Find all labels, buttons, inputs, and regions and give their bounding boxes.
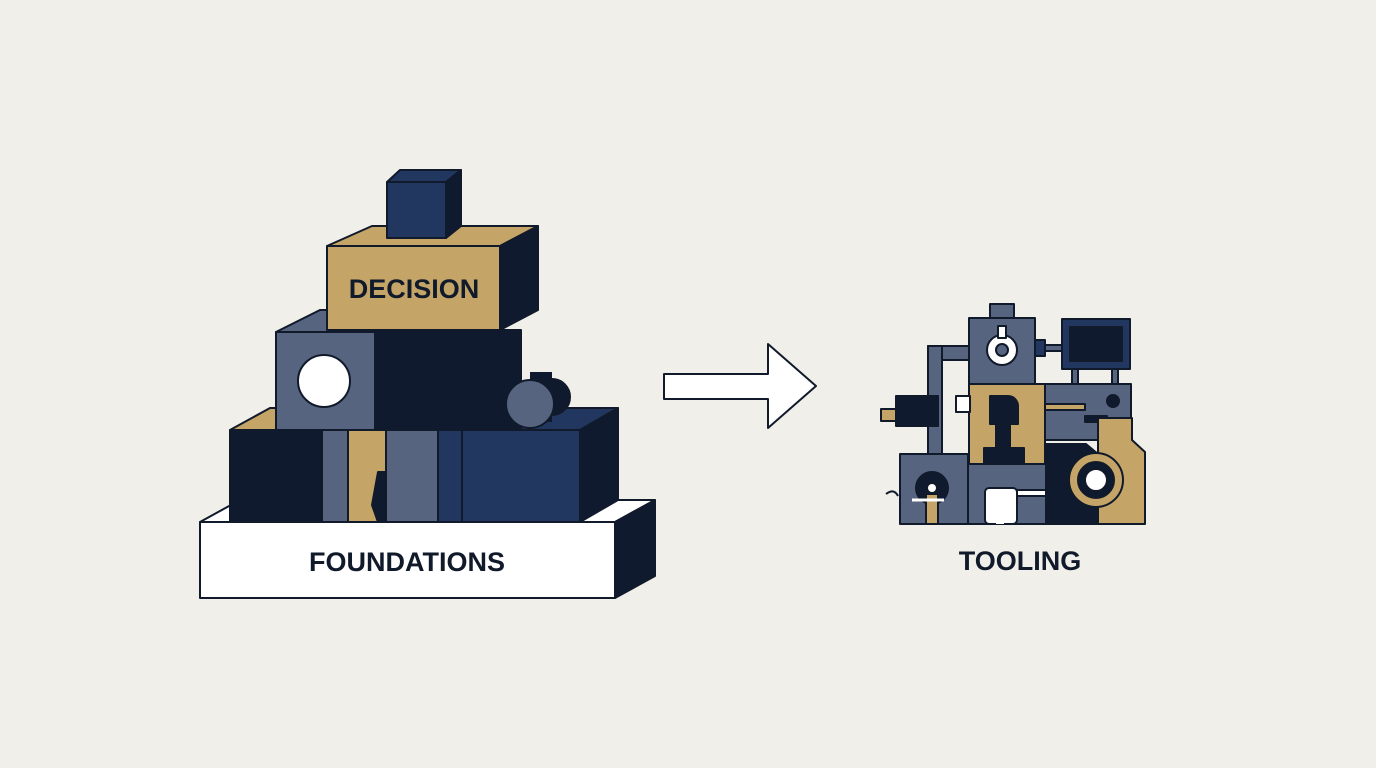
- bottom-middle-machine: [967, 463, 1048, 525]
- shaft: [880, 395, 939, 427]
- top-cube: [386, 169, 462, 239]
- bottom-block-slate: [385, 429, 463, 523]
- foundations-label: FOUNDATIONS: [309, 547, 505, 577]
- wrench-block: [968, 303, 1064, 385]
- monitor-icon: [1061, 318, 1131, 386]
- foundations-stack: DECISION FOUNDATIONS: [199, 169, 656, 599]
- right-arrow-icon: [663, 343, 817, 429]
- gear-block: [1045, 417, 1146, 525]
- bottom-left-machine: [885, 453, 969, 525]
- tooling-cluster: TOOLING: [880, 303, 1146, 576]
- hole-circle-icon: [297, 354, 351, 408]
- cylinder: [505, 372, 571, 429]
- middle-block-dark: [374, 329, 522, 431]
- tooling-label: TOOLING: [959, 546, 1082, 576]
- press-block: [955, 383, 1046, 465]
- gear-icon: [1068, 452, 1124, 508]
- decision-label: DECISION: [349, 274, 480, 304]
- decision-block: DECISION: [326, 225, 539, 331]
- bottom-block-gold: [347, 429, 387, 523]
